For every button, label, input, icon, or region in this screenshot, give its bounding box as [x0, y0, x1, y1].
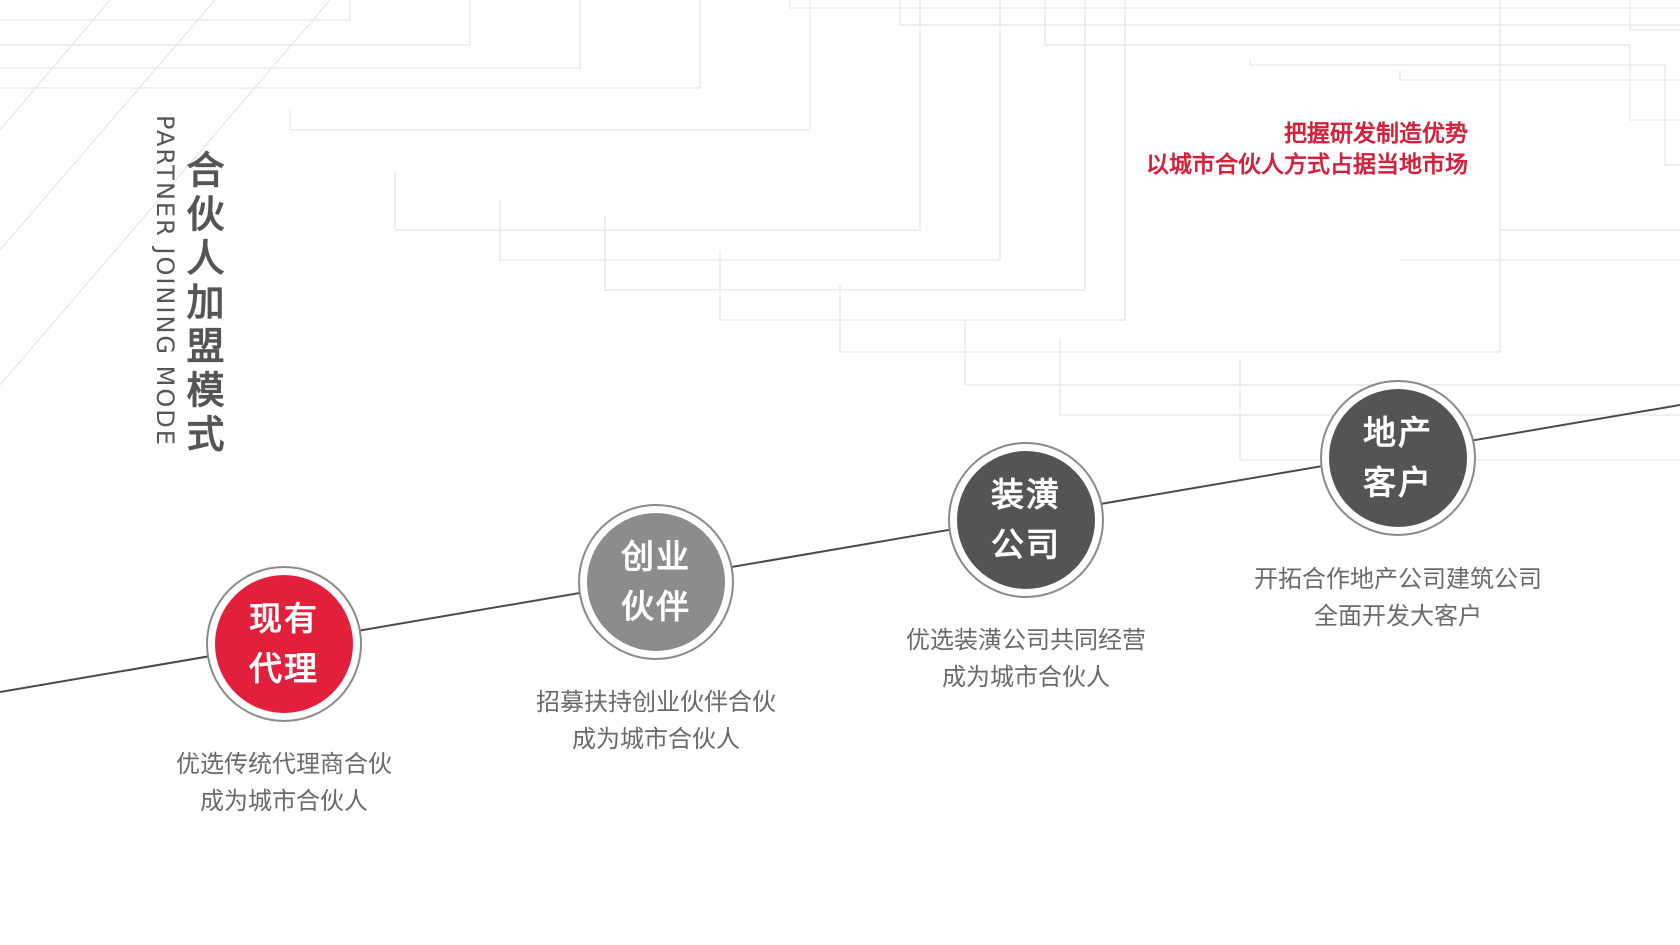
slogan-line-1: 把握研发制造优势 [1284, 120, 1468, 147]
stage-name-line-2: 代理 [249, 649, 319, 688]
stage-name-line-1: 现有 [249, 599, 319, 638]
stage-name-line-2: 公司 [991, 525, 1061, 564]
stage-node-decoration-company: 装潢 公司 [948, 442, 1104, 598]
stage-node-fill: 现有 代理 [215, 575, 353, 713]
stage-name-line-1: 地产 [1363, 413, 1433, 452]
stage-desc-line-1: 招募扶持创业伙伴合伙 [536, 688, 776, 716]
stage-node-startup-partner: 创业 伙伴 [578, 504, 734, 660]
stage-desc-line-2: 成为城市合伙人 [200, 787, 368, 815]
stage-node-fill: 创业 伙伴 [587, 513, 725, 651]
stage-node-fill: 装潢 公司 [957, 451, 1095, 589]
stage-desc-line-2: 全面开发大客户 [1314, 602, 1482, 630]
stage-name-line-1: 装潢 [991, 475, 1061, 514]
stage-desc-line-1: 优选装潢公司共同经营 [906, 626, 1146, 654]
stage-desc-line-1: 优选传统代理商合伙 [176, 750, 392, 778]
stage-node-current-agent: 现有 代理 [206, 566, 362, 722]
stage-name-line-1: 创业 [621, 537, 691, 576]
stage-description: 优选传统代理商合伙 成为城市合伙人 [104, 746, 464, 820]
stage-desc-line-2: 成为城市合伙人 [572, 725, 740, 753]
title-chinese: 合伙人加盟模式 [180, 150, 225, 458]
stage-node-fill: 地产 客户 [1329, 389, 1467, 527]
stage-description: 开拓合作地产公司建筑公司 全面开发大客户 [1218, 561, 1578, 635]
stage-node-real-estate-client: 地产 客户 [1320, 380, 1476, 536]
stage-desc-line-1: 开拓合作地产公司建筑公司 [1254, 565, 1542, 593]
stage-description: 招募扶持创业伙伴合伙 成为城市合伙人 [476, 684, 836, 758]
stage-desc-line-2: 成为城市合伙人 [942, 663, 1110, 691]
stage-description: 优选装潢公司共同经营 成为城市合伙人 [846, 622, 1206, 696]
slogan-line-2: 以城市合伙人方式占据当地市场 [1146, 151, 1468, 178]
title-english: PARTNER JOINING MODE [151, 115, 179, 447]
stage-name-line-2: 伙伴 [621, 587, 691, 626]
stage-name-line-2: 客户 [1363, 463, 1433, 502]
slogan: 把握研发制造优势 以城市合伙人方式占据当地市场 [1146, 118, 1468, 180]
